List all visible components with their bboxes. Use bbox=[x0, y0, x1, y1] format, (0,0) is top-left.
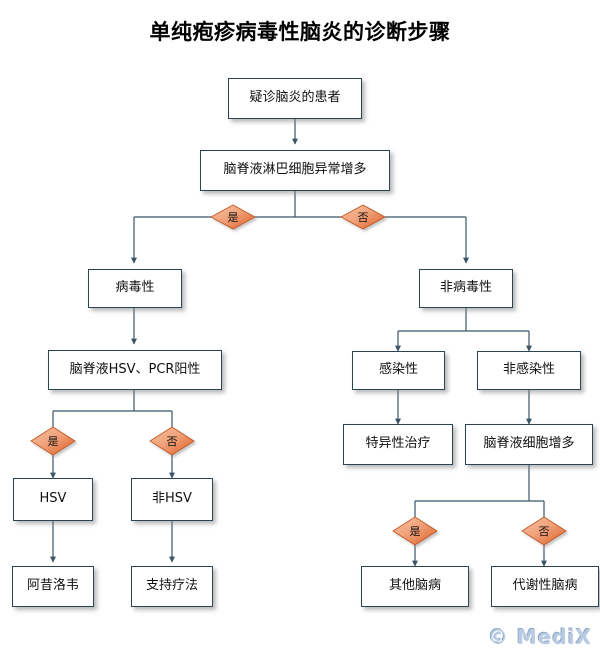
node-csf-pleocytosis[interactable]: 脑脊液细胞增多 bbox=[465, 424, 593, 465]
decision-text: 是 bbox=[409, 525, 421, 538]
decision-label-d6: 否 bbox=[522, 517, 566, 545]
decision-text: 是 bbox=[47, 435, 59, 448]
decision-diamond-d3[interactable] bbox=[30, 426, 76, 456]
decision-label-d1: 是 bbox=[211, 205, 255, 229]
page-title: 单纯疱疹病毒性脑炎的诊断步骤 bbox=[149, 19, 451, 44]
decision-diamond-d2[interactable] bbox=[340, 204, 386, 230]
decision-diamond-d1[interactable] bbox=[210, 204, 256, 230]
decision-text: 是 bbox=[227, 211, 239, 224]
node-supportive-therapy[interactable]: 支持疗法 bbox=[131, 566, 213, 607]
node-acyclovir[interactable]: 阿昔洛韦 bbox=[12, 566, 94, 607]
decision-diamond-d5[interactable] bbox=[392, 516, 438, 546]
decision-text: 否 bbox=[166, 435, 178, 448]
node-hsv[interactable]: HSV bbox=[13, 478, 93, 521]
decision-text: 否 bbox=[538, 525, 550, 538]
decision-label-d3: 是 bbox=[31, 427, 75, 455]
node-non-infectious[interactable]: 非感染性 bbox=[477, 351, 581, 390]
decision-diamond-d4[interactable] bbox=[149, 426, 195, 456]
decision-text: 否 bbox=[357, 211, 369, 224]
node-infectious[interactable]: 感染性 bbox=[352, 351, 445, 390]
node-specific-therapy[interactable]: 特异性治疗 bbox=[343, 424, 453, 465]
node-non-viral[interactable]: 非病毒性 bbox=[419, 269, 513, 308]
node-non-hsv[interactable]: 非HSV bbox=[131, 478, 213, 521]
watermark-medix: © MediX bbox=[487, 625, 592, 649]
node-metabolic-encephalopathy[interactable]: 代谢性脑病 bbox=[491, 566, 599, 607]
decision-diamond-d6[interactable] bbox=[521, 516, 567, 546]
node-other-encephalopathy[interactable]: 其他脑病 bbox=[361, 566, 469, 607]
decision-label-d5: 是 bbox=[393, 517, 437, 545]
node-csf-lymphocytosis[interactable]: 脑脊液淋巴细胞异常增多 bbox=[200, 150, 390, 191]
node-suspected-encephalitis[interactable]: 疑诊脑炎的患者 bbox=[228, 78, 362, 119]
node-csf-hsv-pcr-positive[interactable]: 脑脊液HSV、PCR阳性 bbox=[48, 350, 222, 390]
decision-label-d4: 否 bbox=[150, 427, 194, 455]
decision-label-d2: 否 bbox=[341, 205, 385, 229]
node-viral[interactable]: 病毒性 bbox=[88, 269, 182, 308]
